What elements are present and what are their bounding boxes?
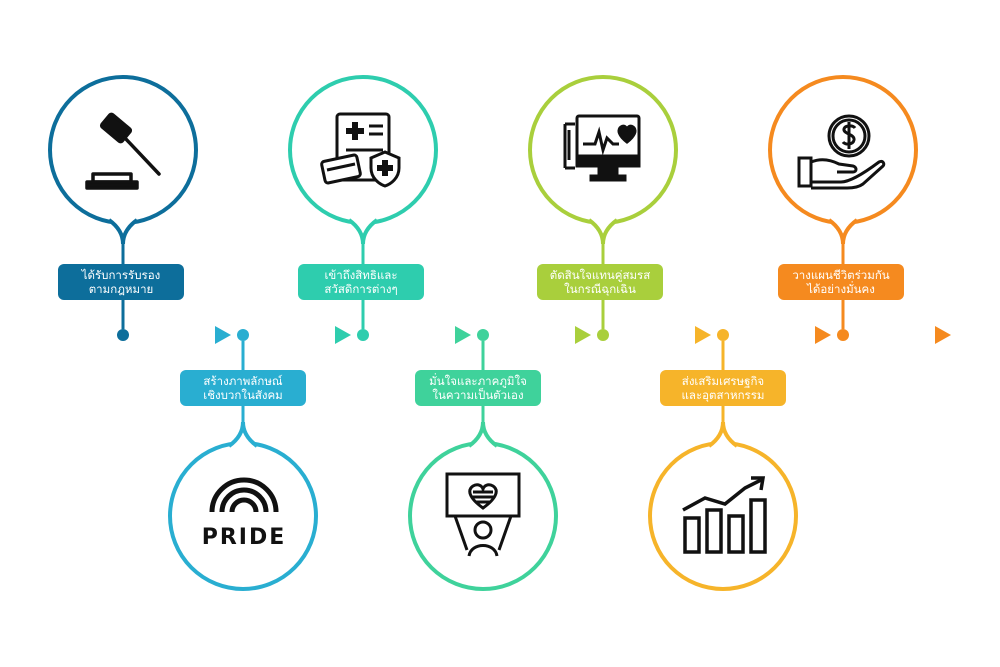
arrowhead [215,326,231,344]
label-welfare-access: เข้าถึงสิทธิและ สวัสดิการต่างๆ [298,264,424,300]
timeline-dot [597,329,609,341]
bubble-pin [227,421,259,448]
label-positive-image: สร้างภาพลักษณ์ เชิงบวกในสังคม [180,370,306,406]
bubble-pin [107,218,139,245]
pride-word: PRIDE [202,525,287,550]
label-line: มั่นใจและภาคภูมิใจ [429,374,527,388]
timeline-dot [477,329,489,341]
arrowhead [335,326,351,344]
timeline-dot [117,329,129,341]
timeline-dot [837,329,849,341]
label-line: สร้างภาพลักษณ์ [203,374,283,388]
label-line: ได้อย่างมั่นคง [807,282,875,296]
arrowhead [935,326,951,344]
growth-chart-icon [673,466,773,566]
label-line: ได้รับการรับรอง [81,268,161,282]
label-self-confidence: มั่นใจและภาคภูมิใจ ในความเป็นตัวเอง [415,370,541,406]
bubble-pin [347,218,379,245]
timeline-dot [237,329,249,341]
label-line: เข้าถึงสิทธิและ [324,268,398,282]
label-line: และอุตสาหกรรม [681,388,765,402]
arrowhead [575,326,591,344]
label-legal-recognition: ได้รับการรับรอง ตามกฎหมาย [58,264,184,300]
label-line: เชิงบวกในสังคม [203,388,283,402]
label-stable-life: วางแผนชีวิตร่วมกัน ได้อย่างมั่นคง [778,264,904,300]
timeline-dot [717,329,729,341]
person-holding-heart-sign-icon [433,466,533,566]
bubble-pin [467,421,499,448]
label-line: ตามกฎหมาย [88,282,154,296]
medical-benefits-icon [313,100,413,200]
label-line: วางแผนชีวิตร่วมกัน [792,268,890,282]
arrowhead [815,326,831,344]
arrowhead [695,326,711,344]
label-line: ในความเป็นตัวเอง [432,388,524,402]
label-line: สวัสดิการต่างๆ [324,282,398,296]
label-line: ส่งเสริมเศรษฐกิจ [681,374,765,388]
label-economy-tourism: ส่งเสริมเศรษฐกิจ และอุตสาหกรรม [660,370,786,406]
label-emergency-decisions: ตัดสินใจแทนคู่สมรส ในกรณีฉุกเฉิน [537,264,663,300]
arrowhead [455,326,471,344]
label-line: ตัดสินใจแทนคู่สมรส [549,268,651,282]
pride-rainbow-icon: PRIDE [194,466,294,566]
bubble-pin [707,421,739,448]
timeline-dot [357,329,369,341]
gavel-icon [73,100,173,200]
bubble-pin [827,218,859,245]
bubble-pin [587,218,619,245]
heart-monitor-icon [553,100,653,200]
hand-dollar-icon [793,100,893,200]
label-line: ในกรณีฉุกเฉิน [564,282,636,296]
